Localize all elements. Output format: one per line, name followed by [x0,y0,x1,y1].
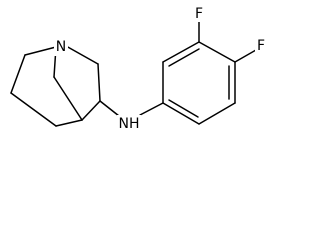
atom-f-meta: F [195,6,203,22]
bond-ch2-bridgehead-mid [53,76,83,121]
ring-bond-3 [198,41,236,63]
molecule-structure: N NH F F [10,6,267,133]
ring-bond-5 [198,102,236,125]
label-bg-nh [117,115,141,133]
bond-n-ch2-right [65,45,99,65]
label-bg-f-meta [193,6,205,22]
bond-ch2-ch2-left-vertical [10,54,26,94]
ring-bond-6 [162,102,200,125]
amine-linkage [99,100,164,117]
bond-nh-aryl [139,102,164,116]
bond-ch2-c3 [97,63,101,102]
bond-c3-bridgehead [81,100,101,121]
ring-double-bond-3 [168,99,199,118]
atom-f-para: F [257,38,265,54]
bond-c-f-para [234,49,257,63]
bond-ch2-bridgehead-left [10,92,57,127]
bond-bridgehead-bridge [55,119,83,127]
label-bg-f-para [255,38,267,54]
atom-nh: NH [119,116,140,132]
bond-c3-nh [99,100,120,117]
ring-double-bond-1 [168,48,200,67]
ring-bond-2 [162,41,200,63]
quinuclidine-cage [10,45,101,127]
atom-labels: N NH F F [54,6,267,133]
bond-n-ch2-left [24,46,57,56]
difluorophenyl-ring [162,21,257,125]
atom-n-quinuclidine: N [56,39,66,55]
label-bg-n-quinuclidine [54,38,68,56]
